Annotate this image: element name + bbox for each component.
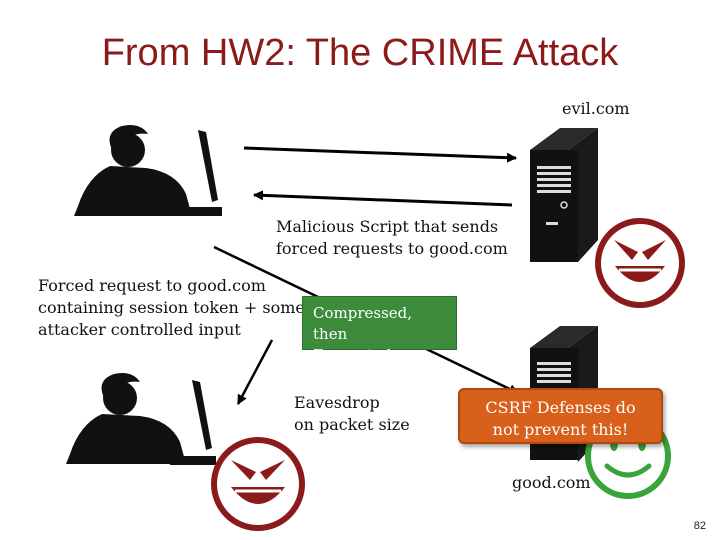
good-server-label: good.com bbox=[512, 473, 591, 492]
compressed-line2: Encrypted bbox=[313, 346, 392, 364]
slide-title: From HW2: The CRIME Attack bbox=[101, 32, 619, 74]
request-arrow-to-evil bbox=[243, 146, 517, 163]
compressed-line1: Compressed, then bbox=[313, 304, 413, 343]
evil-server-icon bbox=[530, 128, 598, 262]
page-number: 82 bbox=[693, 520, 706, 532]
forced-request-line1: Forced request to good.com bbox=[38, 276, 266, 295]
evil-face-icon bbox=[595, 218, 685, 308]
csrf-line2: not prevent this! bbox=[492, 420, 629, 439]
forced-request-line3: attacker controlled input bbox=[38, 320, 241, 339]
attacker-evil-face-icon bbox=[211, 437, 305, 531]
csrf-defenses-callout: CSRF Defenses do not prevent this! bbox=[458, 388, 663, 444]
forced-request-line2: containing session token + some bbox=[38, 298, 305, 317]
malicious-script-line1: Malicious Script that sends bbox=[276, 217, 499, 236]
eavesdrop-line2: on packet size bbox=[294, 415, 410, 434]
attacker-at-computer-icon bbox=[66, 373, 216, 465]
csrf-line1: CSRF Defenses do bbox=[485, 398, 636, 417]
malicious-script-line2: forced requests to good.com bbox=[276, 239, 508, 258]
eavesdrop-line1: Eavesdrop bbox=[294, 393, 380, 412]
compressed-encrypted-box: Compressed, then Encrypted bbox=[302, 296, 457, 364]
eavesdrop-arrow bbox=[236, 339, 274, 405]
script-arrow-from-evil bbox=[253, 190, 513, 207]
evil-server-label: evil.com bbox=[562, 99, 630, 118]
user-at-computer-icon bbox=[74, 125, 222, 216]
